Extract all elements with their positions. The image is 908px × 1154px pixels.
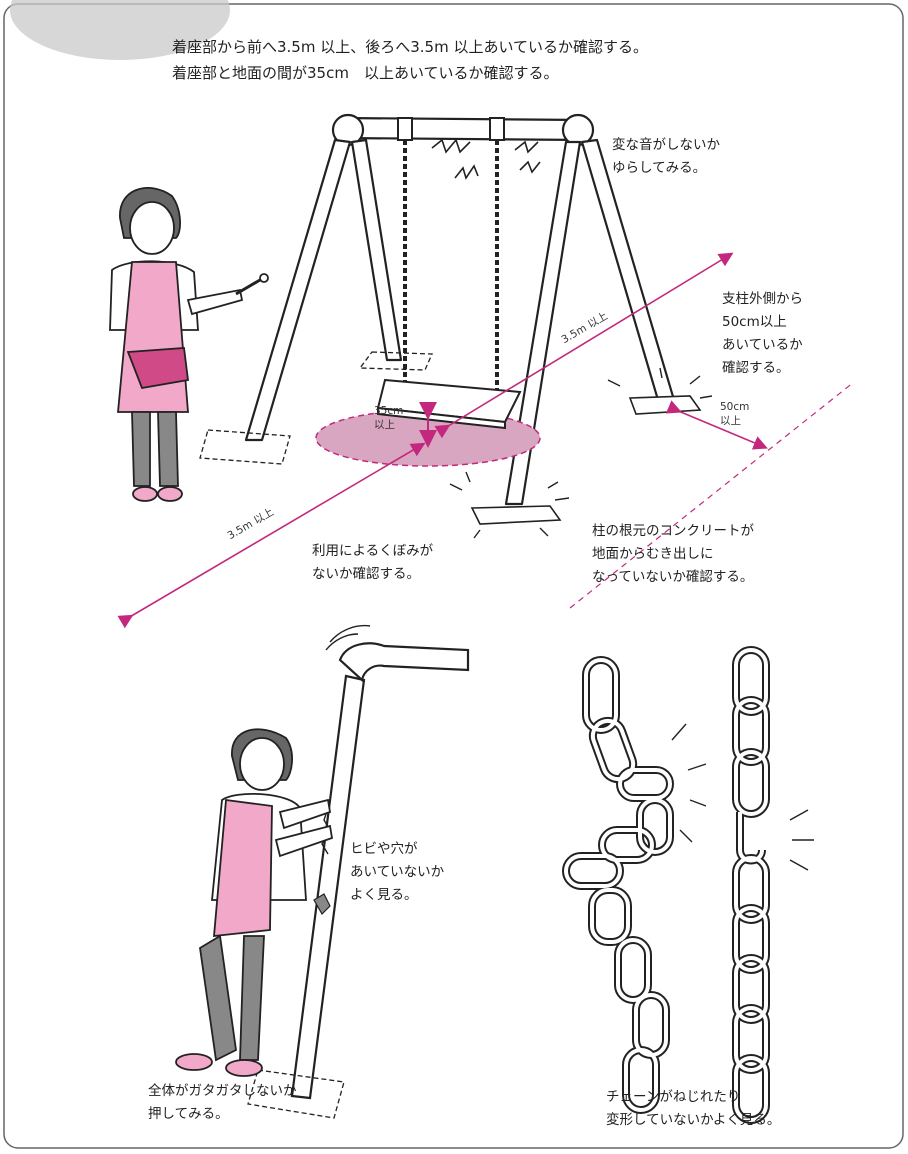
back-distance-arrow	[434, 252, 734, 439]
note-push: 全体がガタガタしないか 押してみる。	[148, 1083, 297, 1122]
broken-chain-inner	[734, 648, 768, 1122]
swing-chains	[397, 117, 505, 392]
concrete-base-front	[470, 505, 562, 525]
sound-lines	[431, 138, 541, 180]
note-chain: チェーンがねじれたり 変形していないかよく見る。	[606, 1089, 781, 1128]
concrete-base-right	[628, 395, 702, 415]
note-concrete: 柱の根元のコンクリートが 地面からむき出しに なっていないか確認する。	[592, 523, 754, 585]
note-sound: 変な音がしないか ゆらしてみる。	[612, 137, 720, 176]
broken-chain	[732, 646, 770, 1124]
dim-seat-height: 35cm 以上	[374, 405, 404, 431]
pushed-pole	[247, 642, 470, 1119]
inspector-figure-2	[175, 728, 334, 1077]
front-distance-arrow	[117, 442, 426, 629]
hole	[313, 893, 331, 915]
twisted-chain-inner	[564, 658, 672, 1112]
header-text: 着座部から前へ3.5m 以上、後ろへ3.5m 以上あいているか確認する。 着座部…	[172, 34, 648, 86]
page-frame	[3, 3, 904, 1149]
corner-shade	[10, 0, 230, 60]
clearance-boundary	[569, 381, 855, 609]
left-leg-base	[199, 429, 291, 465]
header-line-2: 着座部と地面の間が35cm 以上あいているか確認する。	[172, 64, 559, 82]
side-distance-arrow	[665, 400, 768, 450]
inspector-figure-1	[109, 187, 269, 502]
note-side-clearance: 支柱外側から 50cm以上 あいているか 確認する。	[722, 291, 803, 376]
note-hollow: 利用によるくぼみが ないか確認する。	[312, 543, 434, 582]
header-line-1: 着座部から前へ3.5m 以上、後ろへ3.5m 以上あいているか確認する。	[172, 38, 649, 56]
wobble-lines	[325, 624, 371, 651]
dim-side-50: 50cm 以上	[720, 401, 750, 427]
note-cracks: ヒビや穴が あいていないか よく見る。	[350, 841, 445, 903]
